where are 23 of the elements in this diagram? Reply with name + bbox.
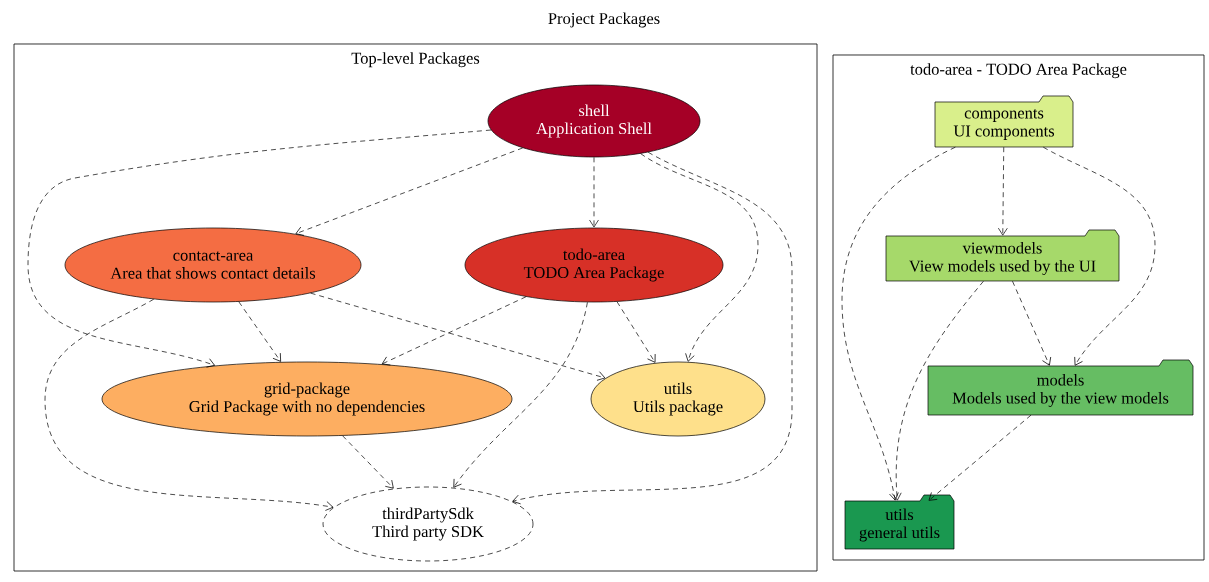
arrow <box>841 146 956 501</box>
folder-box: components UI components <box>934 95 1074 148</box>
arrow <box>27 129 492 368</box>
arrow <box>998 146 1008 236</box>
folder-box: utils general utils <box>844 494 955 550</box>
arrow <box>44 298 334 511</box>
folder-box: models Models used by the view models <box>927 359 1194 416</box>
arrow <box>1042 146 1156 366</box>
arrow <box>238 301 281 362</box>
folder-box: viewmodels View models used by the UI <box>885 229 1120 282</box>
arrow <box>1012 280 1052 366</box>
arrow <box>295 147 524 236</box>
arrow <box>640 153 759 362</box>
arrow <box>616 301 656 363</box>
arrow <box>342 435 394 489</box>
arrow <box>381 296 527 366</box>
arrow <box>512 151 793 505</box>
arrow <box>589 157 599 228</box>
diagram-title: Project Packages <box>548 12 660 28</box>
arrow <box>453 301 588 488</box>
arrow <box>310 292 606 381</box>
arrow <box>891 280 984 501</box>
arrow <box>928 414 1032 501</box>
